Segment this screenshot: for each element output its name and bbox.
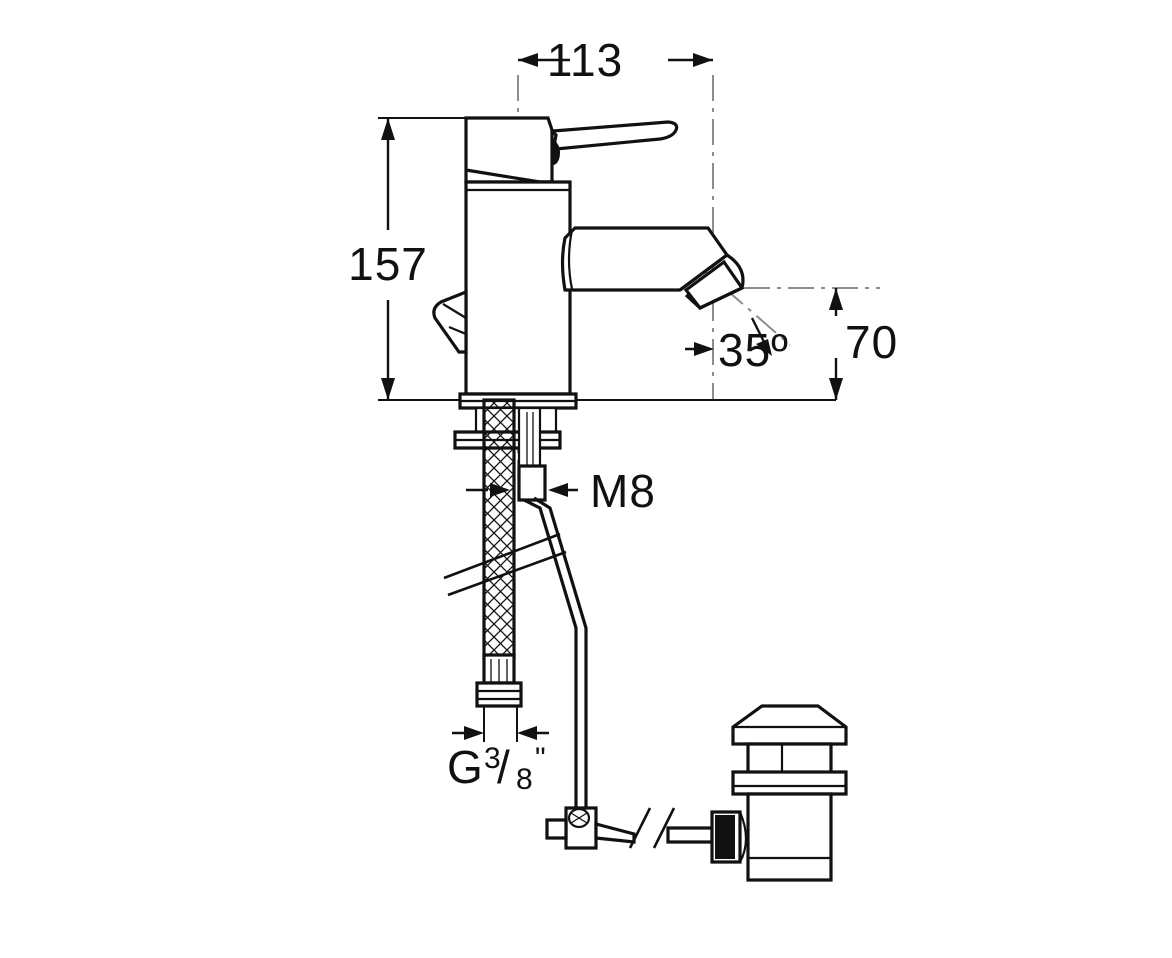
angle-arrow-2: [694, 342, 714, 356]
dim-70-label: 70: [845, 316, 898, 368]
lift-rod-knob: [432, 289, 468, 354]
hose-nut: [475, 681, 523, 708]
waste-flange: [731, 770, 848, 796]
annotation-g38: G 3 / 8 ": [447, 706, 549, 796]
angle-35-label: 35º: [718, 324, 789, 376]
dim-113-arrow-right: [693, 53, 713, 67]
mixer-body-cap: [464, 116, 554, 184]
annotation-35-degrees: 35º: [685, 317, 789, 376]
g38-prefix-label: G: [447, 741, 484, 793]
dim-70-arrow-top: [829, 288, 843, 310]
horizontal-rod: [545, 807, 714, 849]
clevis-screw-slot-2: [570, 812, 588, 824]
dimension-157: 157: [348, 117, 836, 401]
spout-bend-line: [679, 253, 728, 292]
waste-body: [746, 792, 833, 882]
waste-body-curve: [738, 811, 748, 863]
g38-arrow-right: [517, 726, 537, 740]
outlet-angle-centerline: [689, 257, 791, 346]
rod-break-line-1: [628, 807, 652, 849]
dim-157-label: 157: [348, 238, 428, 290]
break-line-upper: [443, 532, 561, 580]
dim-157-arrow-bottom: [381, 378, 395, 400]
lever-handle-body: [551, 120, 679, 151]
mixer-body: [464, 180, 572, 396]
m8-label: M8: [590, 465, 656, 517]
g38-suffix-label: ": [535, 742, 546, 775]
rod-break-line-2: [652, 807, 676, 849]
hose-braid-texture: [484, 400, 514, 658]
m8-stud: [517, 406, 547, 502]
annotation-m8: M8: [466, 465, 656, 517]
m8-arrow-right: [548, 483, 568, 497]
pull-rod-right-edge: [533, 496, 588, 810]
rod-segment-right: [666, 826, 714, 844]
pop-up-waste: [710, 704, 848, 882]
spout-base-curve: [567, 229, 574, 290]
pull-rod: [523, 496, 588, 810]
spout-outlet-rim: [684, 253, 745, 310]
rod-left-stub: [545, 818, 568, 840]
dimension-113: 113: [518, 34, 713, 86]
break-lines: [443, 532, 567, 597]
mixer-body-cylinder: [464, 180, 572, 396]
spout: [560, 226, 745, 310]
pull-rod-left-edge: [523, 498, 578, 810]
g38-numerator-label: 3: [484, 742, 501, 775]
break-line-lower: [447, 550, 567, 597]
dim-157-arrow-top: [381, 118, 395, 140]
g38-denominator-label: 8: [516, 763, 533, 796]
lift-rod-knob-body: [432, 289, 468, 354]
g38-separator-label: /: [497, 741, 511, 793]
dimension-70: 70: [829, 288, 898, 400]
flexible-hose: [475, 398, 523, 708]
angle-arrow-1: [756, 339, 772, 356]
lift-rod-knob-facet: [442, 303, 467, 319]
clevis-screw: [564, 806, 598, 850]
m8-stud-collar: [517, 464, 547, 502]
spout-outline: [560, 226, 730, 292]
waste-inlet-seal: [715, 815, 735, 859]
g38-arrow-left: [464, 726, 484, 740]
dim-70-arrow-bottom: [829, 378, 843, 400]
dim-113-arrow-left: [518, 53, 538, 67]
dim-113-label: 113: [547, 34, 623, 86]
lift-rod-knob-facet2: [448, 325, 467, 336]
